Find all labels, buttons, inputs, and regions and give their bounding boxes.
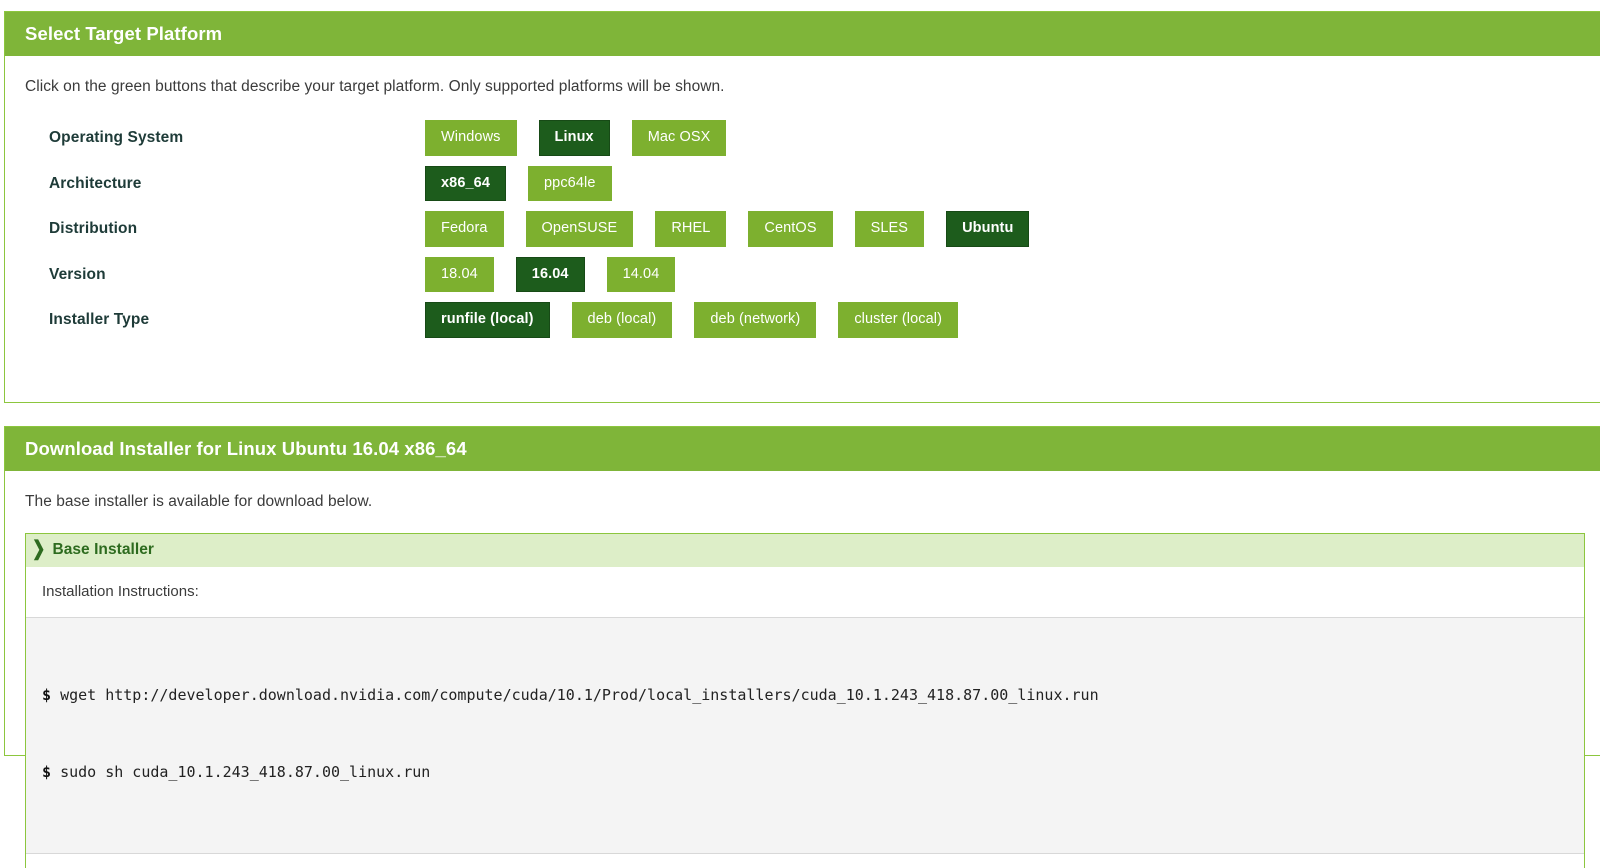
option-button-windows[interactable]: Windows	[425, 120, 517, 156]
command-sudo-sh: sudo sh cuda_10.1.243_418.87.00_linux.ru…	[60, 763, 431, 782]
option-button-deb-network[interactable]: deb (network)	[694, 302, 817, 338]
platform-panel-body: Click on the green buttons that describe…	[5, 56, 1600, 343]
row-label-distribution: Distribution	[49, 220, 138, 238]
option-button-runfile-local[interactable]: runfile (local)	[425, 302, 550, 338]
platform-option-rows: Operating System Windows Linux Mac OSX A…	[5, 115, 1600, 343]
option-buttons-version: 18.04 16.04 14.04	[425, 252, 1600, 298]
option-button-cluster-local[interactable]: cluster (local)	[838, 302, 959, 338]
download-installer-panel: Download Installer for Linux Ubuntu 16.0…	[4, 426, 1600, 868]
base-installer-header[interactable]: ❯ Base Installer	[26, 534, 1584, 568]
base-installer-label: Base Installer	[52, 541, 154, 559]
panel-title-select-target-platform: Select Target Platform	[5, 12, 1600, 57]
download-note-text: The base installer is available for down…	[25, 493, 373, 511]
row-label-installer-type: Installer Type	[49, 311, 150, 329]
command-wget: wget http://developer.download.nvidia.co…	[60, 685, 1099, 704]
row-label-operating-system: Operating System	[49, 129, 184, 147]
command-text-wget	[51, 686, 60, 704]
select-target-platform-panel: Select Target Platform Click on the gree…	[4, 11, 1600, 403]
shell-prompt-icon: $	[42, 685, 52, 704]
option-button-version-14-04[interactable]: 14.04	[606, 256, 676, 293]
option-button-centos[interactable]: CentOS	[748, 211, 833, 247]
command-line-wget: $ wget http://developer.download.nvidia.…	[42, 683, 1584, 709]
option-row-architecture: Architecture x86_64 ppc64le	[5, 161, 1600, 207]
installation-instructions-label: Installation Instructions:	[42, 583, 199, 601]
option-button-linux[interactable]: Linux	[538, 120, 610, 156]
code-block-spacer	[26, 853, 1584, 868]
option-buttons-installer-type: runfile (local) deb (local) deb (network…	[425, 297, 1600, 343]
chevron-right-icon: ❯	[32, 539, 46, 561]
option-button-ppc64le[interactable]: ppc64le	[528, 165, 612, 202]
option-button-deb-local[interactable]: deb (local)	[571, 302, 673, 338]
option-button-version-16-04[interactable]: 16.04	[515, 256, 585, 293]
option-buttons-architecture: x86_64 ppc64le	[425, 161, 1600, 207]
option-button-mac-osx[interactable]: Mac OSX	[631, 120, 727, 156]
option-row-version: Version 18.04 16.04 14.04	[5, 252, 1600, 298]
option-buttons-distribution: Fedora OpenSUSE RHEL CentOS SLES Ubuntu	[425, 206, 1600, 252]
option-row-operating-system: Operating System Windows Linux Mac OSX	[5, 115, 1600, 161]
download-panel-body: The base installer is available for down…	[5, 471, 1600, 868]
installation-instructions-label-wrap: Installation Instructions:	[26, 567, 1584, 618]
option-button-x86-64[interactable]: x86_64	[425, 165, 506, 202]
panel-title-download-installer: Download Installer for Linux Ubuntu 16.0…	[5, 427, 1600, 472]
row-label-architecture: Architecture	[49, 174, 142, 192]
command-line-sudo-sh: $ sudo sh cuda_10.1.243_418.87.00_linux.…	[42, 760, 1584, 786]
platform-option-table: Operating System Windows Linux Mac OSX A…	[5, 115, 1600, 343]
option-row-distribution: Distribution Fedora OpenSUSE RHEL CentOS…	[5, 206, 1600, 252]
option-button-sles[interactable]: SLES	[854, 211, 925, 247]
command-text-sudo	[51, 763, 60, 781]
option-button-ubuntu[interactable]: Ubuntu	[946, 211, 1030, 247]
platform-intro-text: Click on the green buttons that describe…	[25, 78, 725, 96]
base-installer-block: ❯ Base Installer Installation Instructio…	[25, 533, 1585, 868]
row-label-version: Version	[49, 265, 106, 283]
option-button-opensuse[interactable]: OpenSUSE	[525, 211, 634, 247]
shell-prompt-icon-2: $	[42, 763, 52, 782]
installation-commands-code-block[interactable]: $ wget http://developer.download.nvidia.…	[26, 617, 1584, 854]
option-button-version-18-04[interactable]: 18.04	[425, 256, 494, 293]
option-row-installer-type: Installer Type runfile (local) deb (loca…	[5, 297, 1600, 343]
option-button-rhel[interactable]: RHEL	[655, 211, 727, 247]
option-button-fedora[interactable]: Fedora	[425, 211, 504, 247]
option-buttons-operating-system: Windows Linux Mac OSX	[425, 115, 1600, 161]
